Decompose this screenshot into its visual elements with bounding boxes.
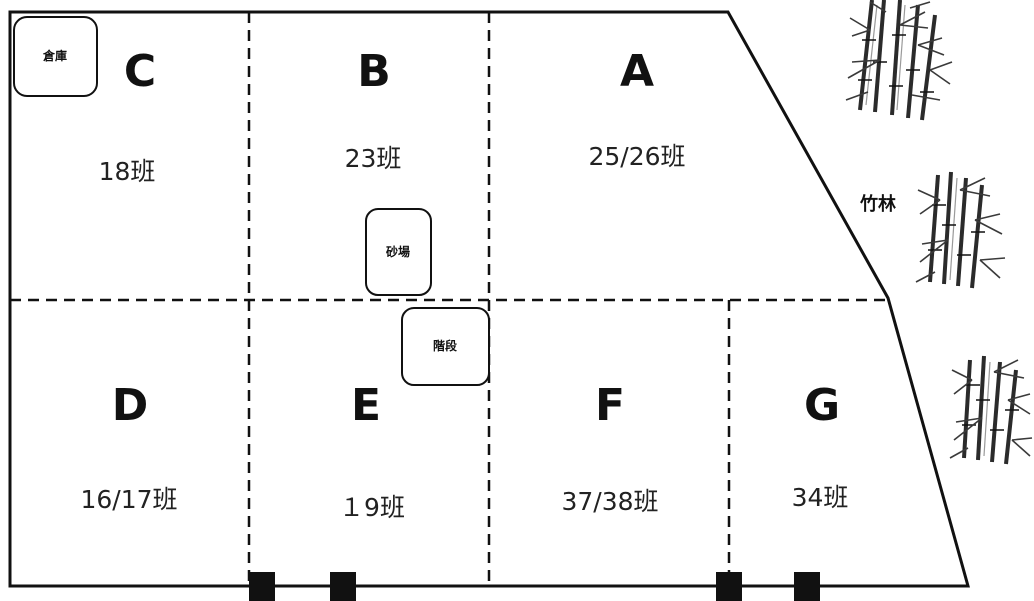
zone-c-group: 18班 — [99, 157, 156, 186]
storage-facility: 倉庫 — [13, 16, 98, 97]
zone-d-group: 16/17班 — [80, 485, 177, 514]
zone-a-group: 25/26班 — [588, 142, 685, 171]
bamboo-grove-label: 竹林 — [859, 193, 896, 215]
zone-b-letter: B — [357, 46, 391, 97]
gate-post — [330, 572, 356, 601]
stairs-facility: 階段 — [401, 307, 490, 386]
zone-d-letter: D — [112, 380, 149, 431]
bamboo-icon — [949, 355, 1033, 465]
zone-dividers — [10, 12, 888, 586]
zone-c-letter: C — [124, 46, 156, 97]
zone-f-letter: F — [595, 380, 625, 431]
stairs-label: 階段 — [433, 338, 458, 353]
zone-e-letter: E — [351, 380, 381, 431]
gate-post — [716, 572, 742, 601]
gate-post — [794, 572, 820, 601]
zone-g-letter: G — [804, 380, 840, 431]
sandbox-label: 砂場 — [385, 244, 410, 259]
bamboo-icon — [915, 171, 1006, 289]
zone-b-group: 23班 — [345, 144, 402, 173]
zone-e-group: １9班 — [339, 493, 405, 522]
gate-post — [249, 572, 275, 601]
zone-g-group: 34班 — [792, 483, 849, 512]
zone-a-letter: A — [620, 46, 654, 97]
gate-posts — [249, 572, 820, 601]
sandbox-facility: 砂場 — [365, 208, 432, 296]
storage-label: 倉庫 — [42, 48, 67, 63]
bamboo-icon — [845, 0, 953, 121]
yard-outline — [8, 10, 970, 588]
zone-f-group: 37/38班 — [561, 487, 658, 516]
